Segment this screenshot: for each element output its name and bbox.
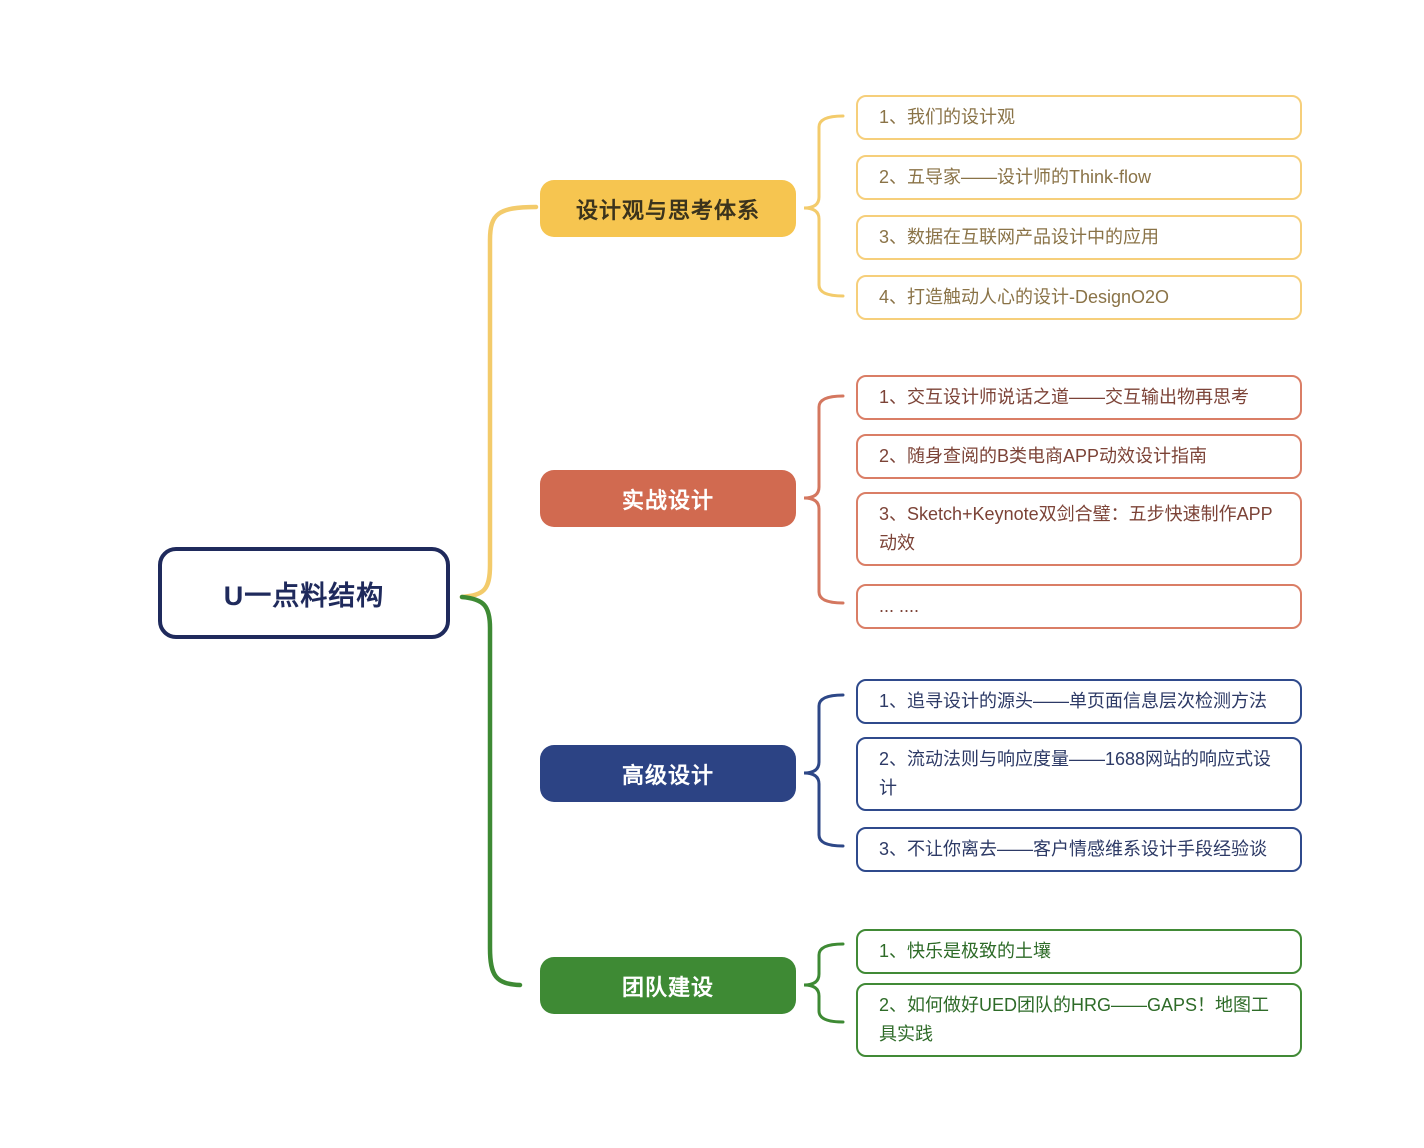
- branch-node-advanced-design[interactable]: 高级设计: [540, 745, 796, 802]
- root-label: U一点料结构: [223, 580, 385, 611]
- branch-label: 团队建设: [621, 974, 714, 1000]
- topic-item[interactable]: ... ....: [856, 584, 1302, 629]
- root-branch1-connector: [459, 204, 539, 600]
- topic-item-label: 2、如何做好UED团队的HRG——GAPS！地图工具实践: [879, 995, 1270, 1044]
- topic-item-label: 1、快乐是极致的土壤: [879, 941, 1052, 961]
- root-node[interactable]: U一点料结构: [158, 547, 450, 639]
- branch-node-practical-design[interactable]: 实战设计: [540, 470, 796, 527]
- topic-item-label: 1、交互设计师说话之道——交互输出物再思考: [879, 387, 1250, 407]
- topic-item-label: 2、五导家——设计师的Think-flow: [879, 167, 1152, 187]
- branch-label: 设计观与思考体系: [575, 197, 760, 223]
- branch1-brace: [803, 114, 845, 298]
- topic-item-label: 2、流动法则与响应度量——1688网站的响应式设计: [879, 749, 1272, 798]
- topic-item[interactable]: 3、数据在互联网产品设计中的应用: [856, 215, 1302, 260]
- topic-item[interactable]: 2、如何做好UED团队的HRG——GAPS！地图工具实践: [856, 983, 1302, 1057]
- branch-node-team-building[interactable]: 团队建设: [540, 957, 796, 1014]
- topic-item-label: ... ....: [879, 596, 920, 616]
- topic-item-label: 1、我们的设计观: [879, 107, 1016, 127]
- topic-item[interactable]: 1、交互设计师说话之道——交互输出物再思考: [856, 375, 1302, 420]
- topic-item-label: 3、Sketch+Keynote双剑合璧：五步快速制作APP动效: [879, 504, 1273, 553]
- branch3-brace: [803, 693, 845, 848]
- topic-item[interactable]: 2、流动法则与响应度量——1688网站的响应式设计: [856, 737, 1302, 811]
- branch-label: 高级设计: [621, 762, 714, 788]
- topic-item-label: 4、打造触动人心的设计-DesignO2O: [879, 287, 1170, 307]
- topic-item-label: 3、不让你离去——客户情感维系设计手段经验谈: [879, 839, 1268, 859]
- branch-node-design-view-thinking-system[interactable]: 设计观与思考体系: [540, 180, 796, 237]
- topic-item-label: 3、数据在互联网产品设计中的应用: [879, 227, 1160, 247]
- topic-item[interactable]: 2、五导家——设计师的Think-flow: [856, 155, 1302, 200]
- branch-label: 实战设计: [621, 487, 714, 513]
- topic-item[interactable]: 1、我们的设计观: [856, 95, 1302, 140]
- topic-item-label: 1、追寻设计的源头——单页面信息层次检测方法: [879, 691, 1268, 711]
- topic-item[interactable]: 3、Sketch+Keynote双剑合璧：五步快速制作APP动效: [856, 492, 1302, 566]
- topic-item[interactable]: 1、追寻设计的源头——单页面信息层次检测方法: [856, 679, 1302, 724]
- topic-item[interactable]: 4、打造触动人心的设计-DesignO2O: [856, 275, 1302, 320]
- root-branch4-connector: [459, 594, 523, 988]
- topic-item[interactable]: 1、快乐是极致的土壤: [856, 929, 1302, 974]
- branch4-brace: [803, 942, 845, 1024]
- topic-item[interactable]: 3、不让你离去——客户情感维系设计手段经验谈: [856, 827, 1302, 872]
- topic-item[interactable]: 2、随身查阅的B类电商APP动效设计指南: [856, 434, 1302, 479]
- topic-item-label: 2、随身查阅的B类电商APP动效设计指南: [879, 446, 1208, 466]
- branch2-brace: [803, 394, 845, 605]
